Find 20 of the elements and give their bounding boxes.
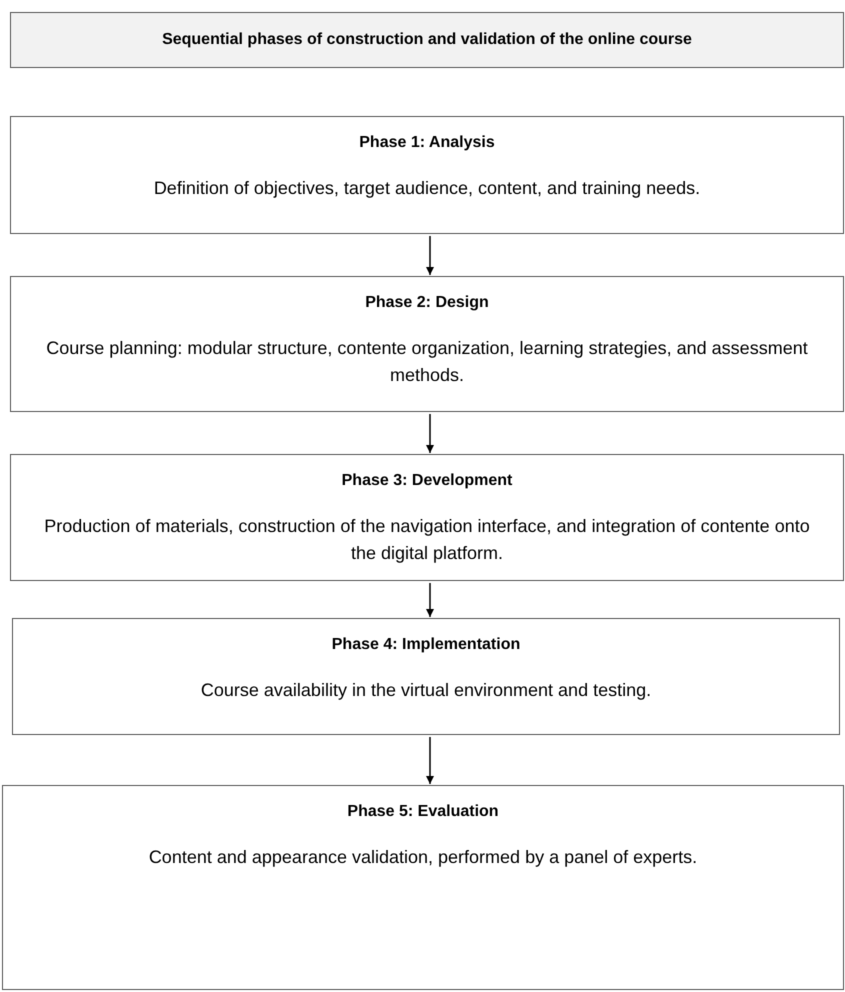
phase-description: Content and appearance validation, performed by a panel of experts. (148, 846, 698, 869)
phase-heading: Phase 5: Evaluation (347, 802, 499, 822)
phase-description: Production of materials, construction of the navigation interface, and integration of contente onto the digital platform. (43, 515, 811, 565)
phase-heading: Phase 4: Implementation (332, 635, 520, 655)
phase-description: Course planning: modular structure, contente organization, learning strategies, and assessment methods. (45, 337, 809, 387)
phase-description: Definition of objectives, target audience, content, and training needs. (154, 177, 700, 200)
phase-box (2, 785, 844, 990)
arrow (426, 737, 434, 784)
phase-description: Course availability in the virtual environment and testing. (200, 679, 652, 702)
title-banner: Sequential phases of construction and validation of the online course (10, 12, 844, 68)
arrow (426, 583, 434, 617)
phase-box (10, 454, 844, 581)
phase-heading: Phase 2: Design (365, 293, 489, 313)
phase-heading: Phase 3: Development (342, 471, 512, 491)
phase-heading: Phase 1: Analysis (359, 133, 495, 153)
phase-box (12, 618, 840, 735)
arrow (426, 414, 434, 453)
phase-box (10, 116, 844, 234)
phase-box (10, 276, 844, 412)
arrow (426, 236, 434, 275)
